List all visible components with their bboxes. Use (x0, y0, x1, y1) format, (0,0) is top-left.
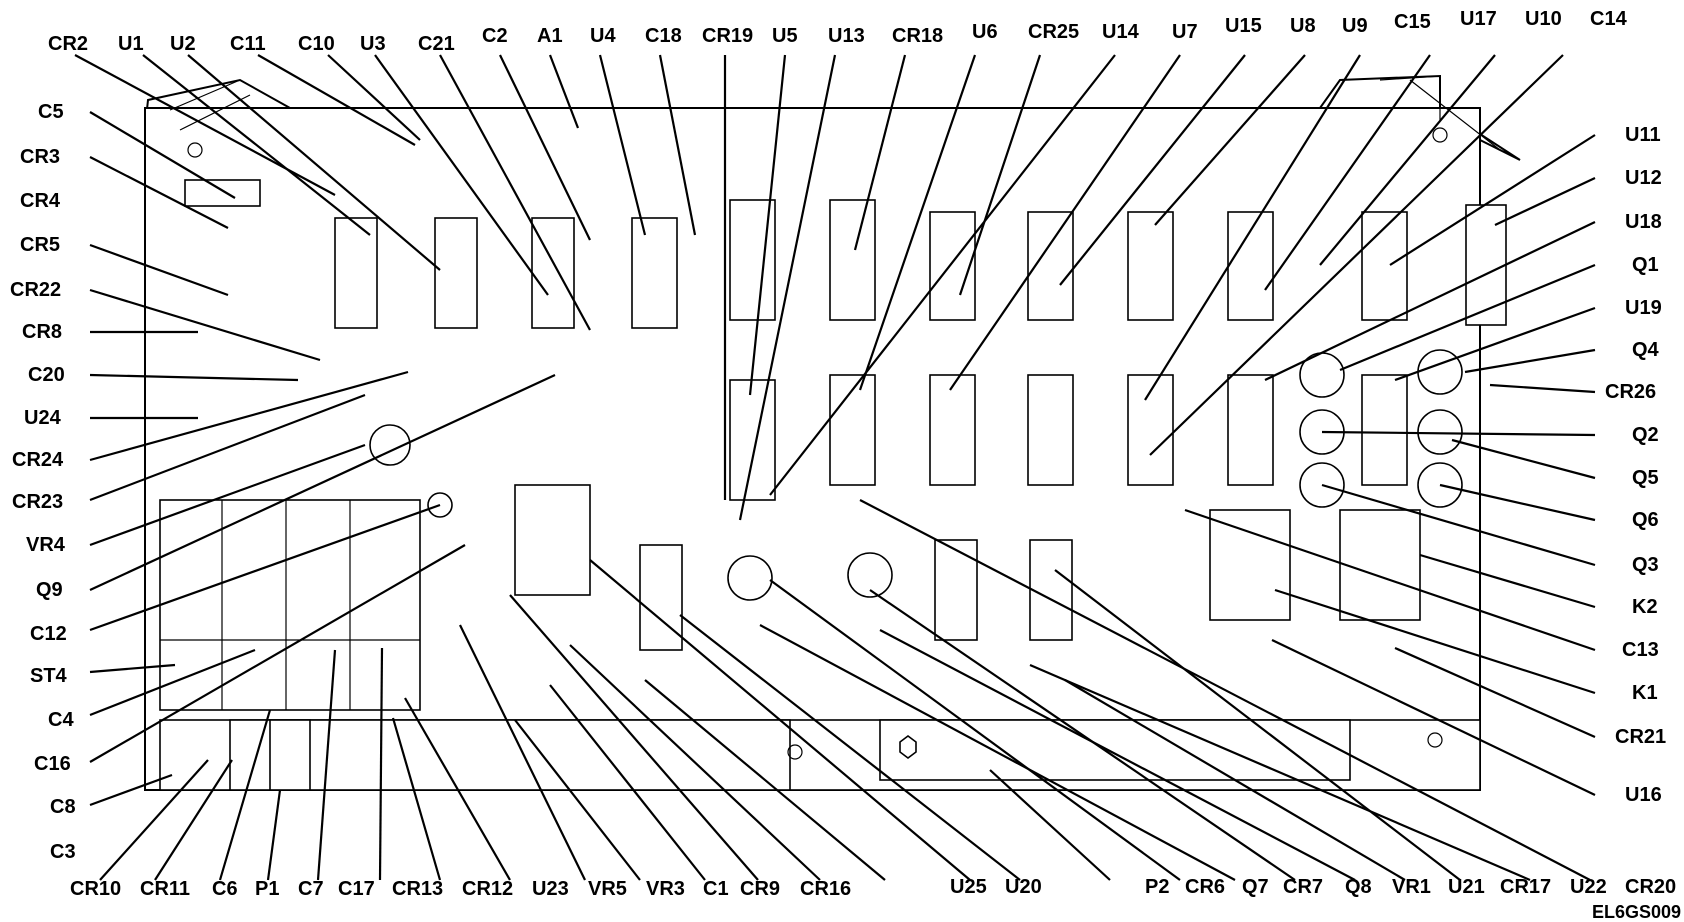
label-k2: K2 (1632, 596, 1658, 618)
label-u16: U16 (1625, 784, 1662, 806)
label-vr4: VR4 (26, 534, 66, 556)
label-c8: C8 (50, 796, 76, 818)
label-cr2: CR2 (48, 33, 88, 55)
label-u13: U13 (828, 25, 865, 47)
label-vr3: VR3 (646, 878, 685, 900)
label-u4: U4 (590, 25, 616, 47)
label-cr21: CR21 (1615, 726, 1666, 748)
label-q9: Q9 (36, 579, 63, 601)
label-c17: C17 (338, 878, 375, 900)
label-u25: U25 (950, 876, 987, 898)
label-u17: U17 (1460, 8, 1497, 30)
label-cr25: CR25 (1028, 21, 1079, 43)
label-q4: Q4 (1632, 339, 1660, 361)
label-u7: U7 (1172, 21, 1198, 43)
label-u19: U19 (1625, 297, 1662, 319)
label-u12: U12 (1625, 167, 1662, 189)
label-cr19: CR19 (702, 25, 753, 47)
label-u20: U20 (1005, 876, 1042, 898)
label-u10: U10 (1525, 8, 1562, 30)
label-c18: C18 (645, 25, 682, 47)
label-vr5: VR5 (588, 878, 627, 900)
capacitor-bank (159, 499, 421, 711)
label-c14: C14 (1590, 8, 1628, 30)
label-c4: C4 (48, 709, 74, 731)
label-cr18: CR18 (892, 25, 943, 47)
label-cr16: CR16 (800, 878, 851, 900)
label-c2: C2 (482, 25, 508, 47)
label-u11: U11 (1625, 124, 1661, 146)
label-cr26: CR26 (1605, 381, 1656, 403)
label-u1: U1 (118, 33, 144, 55)
label-u15: U15 (1225, 15, 1262, 37)
label-q5: Q5 (1632, 467, 1659, 489)
label-cr13: CR13 (392, 878, 443, 900)
label-q3: Q3 (1632, 554, 1659, 576)
label-q8: Q8 (1345, 876, 1372, 898)
label-c13: C13 (1622, 639, 1659, 661)
component-labels: CR2 U1 U2 C11 C10 U3 C21 C2 A1 U4 C18 CR… (10, 8, 1681, 922)
label-cr9: CR9 (740, 878, 780, 900)
label-p2: P2 (1145, 876, 1169, 898)
label-u3: U3 (360, 33, 386, 55)
label-cr3: CR3 (20, 146, 60, 168)
label-cr22: CR22 (10, 279, 61, 301)
label-cr8: CR8 (22, 321, 62, 343)
label-u24: U24 (24, 407, 62, 429)
label-cr24: CR24 (12, 449, 64, 471)
label-cr23: CR23 (12, 491, 63, 513)
label-c15: C15 (1394, 11, 1431, 33)
label-k1: K1 (1632, 682, 1658, 704)
lower-connector-strip (159, 719, 1481, 791)
label-cr5: CR5 (20, 234, 60, 256)
label-vr1: VR1 (1392, 876, 1431, 898)
label-cr17: CR17 (1500, 876, 1551, 898)
label-u22: U22 (1570, 876, 1607, 898)
label-c11: C11 (230, 33, 266, 55)
label-c3: C3 (50, 841, 76, 863)
label-cr11: CR11 (140, 878, 190, 900)
figure-id: EL6GS009 (1592, 902, 1681, 922)
label-u14: U14 (1102, 21, 1140, 43)
transistors (369, 349, 1463, 601)
label-q2: Q2 (1632, 424, 1659, 446)
label-c16: C16 (34, 753, 71, 775)
label-c10: C10 (298, 33, 335, 55)
label-cr10: CR10 (70, 878, 121, 900)
label-c1: C1 (703, 878, 729, 900)
label-cr20: CR20 (1625, 876, 1676, 898)
label-c21: C21 (418, 33, 455, 55)
label-st4: ST4 (30, 665, 68, 687)
label-u18: U18 (1625, 211, 1662, 233)
label-q7: Q7 (1242, 876, 1269, 898)
label-u21: U21 (1448, 876, 1485, 898)
label-c12: C12 (30, 623, 67, 645)
label-cr4: CR4 (20, 190, 61, 212)
label-q6: Q6 (1632, 509, 1659, 531)
label-a1: A1 (537, 25, 563, 47)
label-u8: U8 (1290, 15, 1316, 37)
label-q1: Q1 (1632, 254, 1659, 276)
label-u2: U2 (170, 33, 196, 55)
label-u5: U5 (772, 25, 798, 47)
label-c6: C6 (212, 878, 238, 900)
label-c20: C20 (28, 364, 65, 386)
label-u23: U23 (532, 878, 569, 900)
leader-lines (74, 54, 1596, 882)
label-u9: U9 (1342, 15, 1368, 37)
label-u6: U6 (972, 21, 998, 43)
label-p1: P1 (255, 878, 279, 900)
label-cr6: CR6 (1185, 876, 1225, 898)
label-cr7: CR7 (1283, 876, 1323, 898)
label-c5: C5 (38, 101, 64, 123)
label-cr12: CR12 (462, 878, 513, 900)
label-c7: C7 (298, 878, 324, 900)
